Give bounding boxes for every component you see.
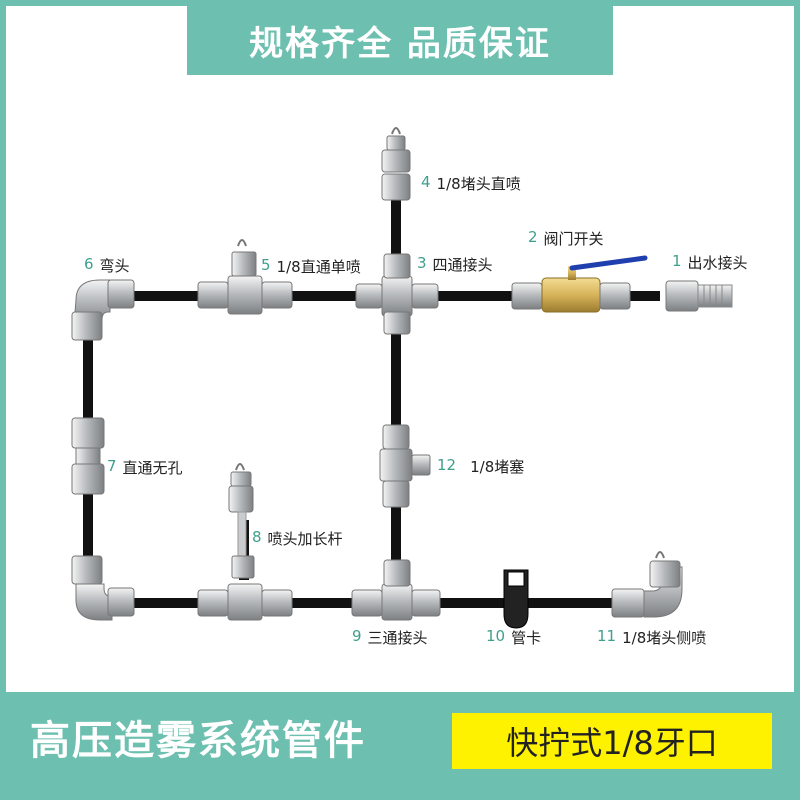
part-label-12: 12 1/8堵塞 xyxy=(437,456,524,477)
part-label-3: 3 四通接头 xyxy=(417,254,493,275)
part-name: 管卡 xyxy=(511,629,542,647)
part-number: 6 xyxy=(84,255,94,273)
elbow-top xyxy=(71,279,135,341)
part-name: 三通接头 xyxy=(367,629,428,647)
part-label-6: 6 弯头 xyxy=(84,255,130,276)
straight-coupling xyxy=(71,417,105,495)
part-number: 2 xyxy=(528,228,538,246)
tubing xyxy=(83,200,660,608)
part-number: 1 xyxy=(672,252,682,270)
part-label-10: 10 管卡 xyxy=(486,627,541,648)
part-number: 7 xyxy=(107,457,117,475)
part-number: 12 xyxy=(437,456,457,474)
straight-spray-plug xyxy=(381,127,411,201)
part-name: 喷头加长杆 xyxy=(267,530,343,548)
tee-joint xyxy=(351,559,441,621)
part-label-9: 9 三通接头 xyxy=(352,627,428,648)
outlet-connector xyxy=(665,280,733,312)
part-label-11: 11 1/8堵头侧喷 xyxy=(597,627,706,648)
single-spray-tee xyxy=(197,239,293,315)
ball-valve xyxy=(511,255,648,313)
part-name: 四通接头 xyxy=(432,256,493,274)
part-name: 直通无孔 xyxy=(122,459,183,477)
part-label-5: 5 1/8直通单喷 xyxy=(261,256,361,277)
part-name: 1/8堵塞 xyxy=(470,458,525,476)
part-name: 1/8直通单喷 xyxy=(276,258,361,276)
side-spray-plug xyxy=(611,551,683,618)
part-number: 8 xyxy=(252,528,262,546)
footer-badge: 快拧式1/8牙口 xyxy=(452,713,772,769)
tee-bottom-left xyxy=(197,583,293,621)
part-number: 4 xyxy=(421,173,431,191)
part-name: 阀门开关 xyxy=(543,230,604,248)
part-name: 1/8堵头侧喷 xyxy=(622,629,707,647)
footer-title: 高压造雾系统管件 xyxy=(30,718,366,764)
part-number: 10 xyxy=(486,627,506,645)
part-number: 9 xyxy=(352,627,362,645)
part-number: 3 xyxy=(417,254,427,272)
extension-rod-nozzle xyxy=(228,463,255,579)
part-label-8: 8 喷头加长杆 xyxy=(252,528,343,549)
cross-joint xyxy=(355,253,439,335)
part-name: 弯头 xyxy=(99,257,130,275)
part-label-2: 2 阀门开关 xyxy=(528,228,604,249)
pipe-clamp xyxy=(503,569,529,629)
top-banner: 规格齐全 品质保证 xyxy=(187,6,613,75)
plug-tee xyxy=(379,424,431,508)
part-label-1: 1 出水接头 xyxy=(672,252,748,273)
part-name: 出水接头 xyxy=(687,254,748,272)
part-name: 1/8堵头直喷 xyxy=(436,175,521,193)
part-label-7: 7 直通无孔 xyxy=(107,457,183,478)
part-number: 11 xyxy=(597,627,617,645)
part-label-4: 4 1/8堵头直喷 xyxy=(421,173,521,194)
elbow-bottom xyxy=(71,555,135,621)
part-number: 5 xyxy=(261,256,271,274)
